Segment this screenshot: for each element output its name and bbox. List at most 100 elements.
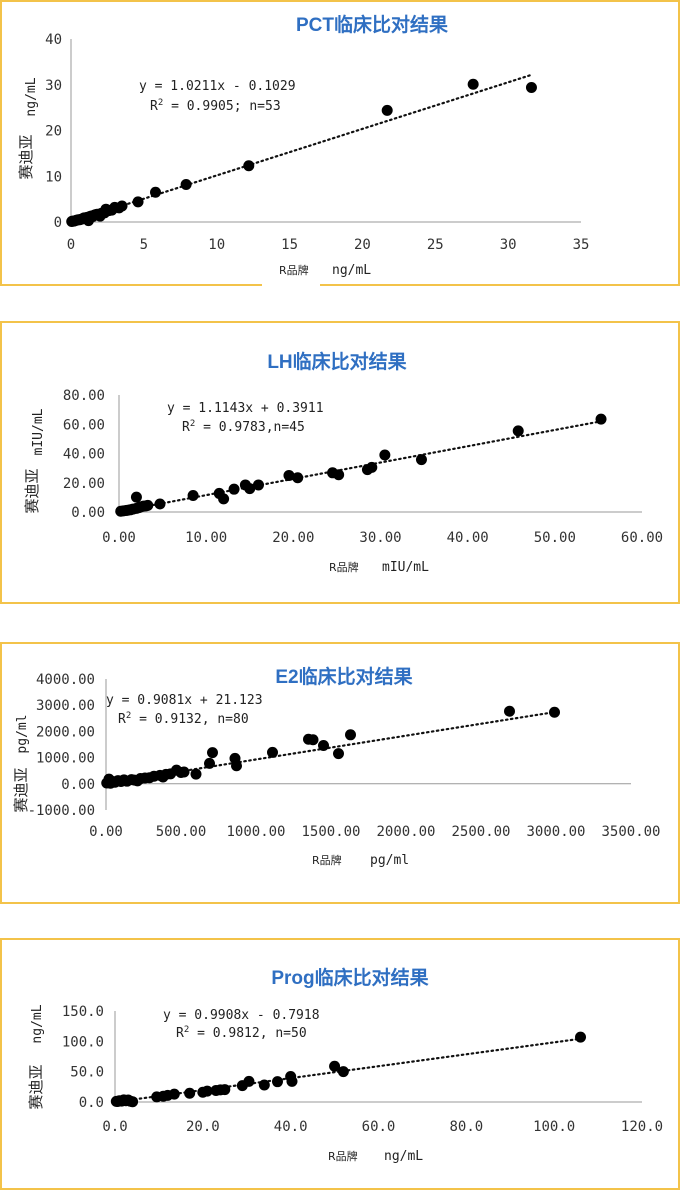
y-axis-unit: pg/ml <box>15 714 30 753</box>
data-point <box>244 483 256 495</box>
x-tick-label: 25 <box>427 237 444 253</box>
y-tick-label: 2000.00 <box>36 724 95 740</box>
data-point <box>201 1085 213 1097</box>
x-tick-label: 1500.00 <box>301 824 360 840</box>
data-point <box>187 489 199 501</box>
x-tick-label: 120.0 <box>621 1119 663 1135</box>
data-point <box>207 747 218 759</box>
trend-equation: y = 1.0211x - 0.1029 <box>139 79 296 94</box>
x-tick-label: 30 <box>500 237 517 253</box>
data-point <box>132 196 144 208</box>
y-tick-label: 40.00 <box>63 447 105 463</box>
data-point <box>549 706 560 718</box>
data-point <box>467 78 479 90</box>
x-tick-label: 2500.00 <box>451 824 510 840</box>
data-point <box>184 1087 196 1099</box>
data-point <box>575 1031 587 1043</box>
y-axis-label: 赛迪亚 <box>17 134 35 179</box>
x-tick-label: 40.0 <box>274 1119 308 1135</box>
data-point <box>307 734 319 746</box>
data-point <box>252 479 264 491</box>
data-point <box>381 104 393 116</box>
x-tick-label: 20 <box>354 237 371 253</box>
pct-panel-border-gap <box>262 276 320 288</box>
y-tick-label: 80.00 <box>63 388 105 404</box>
y-tick-label: 3000.00 <box>36 698 95 714</box>
x-tick-label: 3500.00 <box>601 824 660 840</box>
data-point <box>415 454 427 466</box>
data-point <box>168 1088 180 1100</box>
data-point <box>379 449 391 461</box>
data-point <box>525 81 537 93</box>
x-axis-label: R品牌 <box>279 263 309 277</box>
trend-equation: y = 1.1143x + 0.3911 <box>167 401 324 416</box>
x-tick-label: 60.00 <box>621 530 663 546</box>
x-axis-label: R品牌 <box>328 1149 358 1163</box>
data-point <box>504 705 515 717</box>
x-tick-label: 80.0 <box>449 1119 483 1135</box>
x-axis-unit: ng/mL <box>384 1149 423 1164</box>
data-point <box>180 178 192 190</box>
r-squared-label: R2 = 0.9783,n=45 <box>182 419 305 435</box>
y-axis-label: 赛迪亚 <box>23 468 41 513</box>
y-tick-label: 50.0 <box>70 1065 104 1081</box>
data-point <box>142 499 154 511</box>
x-tick-label: 100.0 <box>533 1119 575 1135</box>
data-point <box>318 740 329 752</box>
x-tick-label: 50.00 <box>534 530 576 546</box>
data-point <box>150 186 162 198</box>
x-tick-label: 20.00 <box>272 530 314 546</box>
data-point <box>219 1084 231 1096</box>
x-tick-label: 3000.00 <box>526 824 585 840</box>
y-axis-unit: ng/mL <box>24 77 39 116</box>
x-tick-label: 20.0 <box>186 1119 220 1135</box>
data-point <box>228 483 240 495</box>
y-tick-label: 4000.00 <box>36 672 95 688</box>
data-point <box>178 766 190 778</box>
x-tick-label: 0.0 <box>102 1119 127 1135</box>
y-tick-label: 0.00 <box>61 777 95 793</box>
data-point <box>329 1060 341 1072</box>
data-point <box>333 469 345 481</box>
data-point <box>154 498 166 510</box>
trend-line <box>69 73 533 224</box>
y-tick-label: 0.0 <box>79 1095 104 1111</box>
y-tick-label: 10 <box>45 169 62 185</box>
y-axis-label: 赛迪亚 <box>12 767 30 812</box>
data-point <box>512 425 524 437</box>
y-tick-label: 20 <box>45 124 62 140</box>
data-point <box>292 472 304 484</box>
data-point <box>243 1075 255 1087</box>
y-axis-label: 赛迪亚 <box>27 1064 45 1109</box>
x-tick-label: 500.00 <box>156 824 207 840</box>
data-point <box>366 461 378 473</box>
trend-equation: y = 0.9081x + 21.123 <box>106 693 263 708</box>
y-tick-label: 1000.00 <box>36 751 95 767</box>
data-point <box>267 746 278 758</box>
x-tick-label: 15 <box>281 237 298 253</box>
y-tick-label: 0.00 <box>71 505 105 521</box>
y-tick-label: 150.0 <box>62 1004 104 1020</box>
chart-title: Prog临床比对结果 <box>271 966 428 989</box>
y-tick-label: -1000.00 <box>28 803 95 819</box>
data-point <box>243 160 255 172</box>
x-tick-label: 35 <box>573 237 590 253</box>
chart-title: E2临床比对结果 <box>275 665 412 688</box>
data-point <box>337 1066 349 1078</box>
data-point <box>127 1096 139 1108</box>
x-axis-unit: mIU/mL <box>382 560 429 575</box>
data-point <box>271 1076 283 1088</box>
data-point <box>258 1079 270 1091</box>
data-point <box>231 760 242 772</box>
y-tick-label: 60.00 <box>63 417 105 433</box>
x-tick-label: 2000.00 <box>376 824 435 840</box>
x-tick-label: 0.00 <box>89 824 123 840</box>
x-tick-label: 10.00 <box>185 530 227 546</box>
y-axis-unit: mIU/mL <box>31 408 46 455</box>
e2-chart: E2临床比对结果 -1000.00 0.00 1000.00 2000.00 3000.0… <box>12 665 661 868</box>
x-tick-label: 30.00 <box>359 530 401 546</box>
